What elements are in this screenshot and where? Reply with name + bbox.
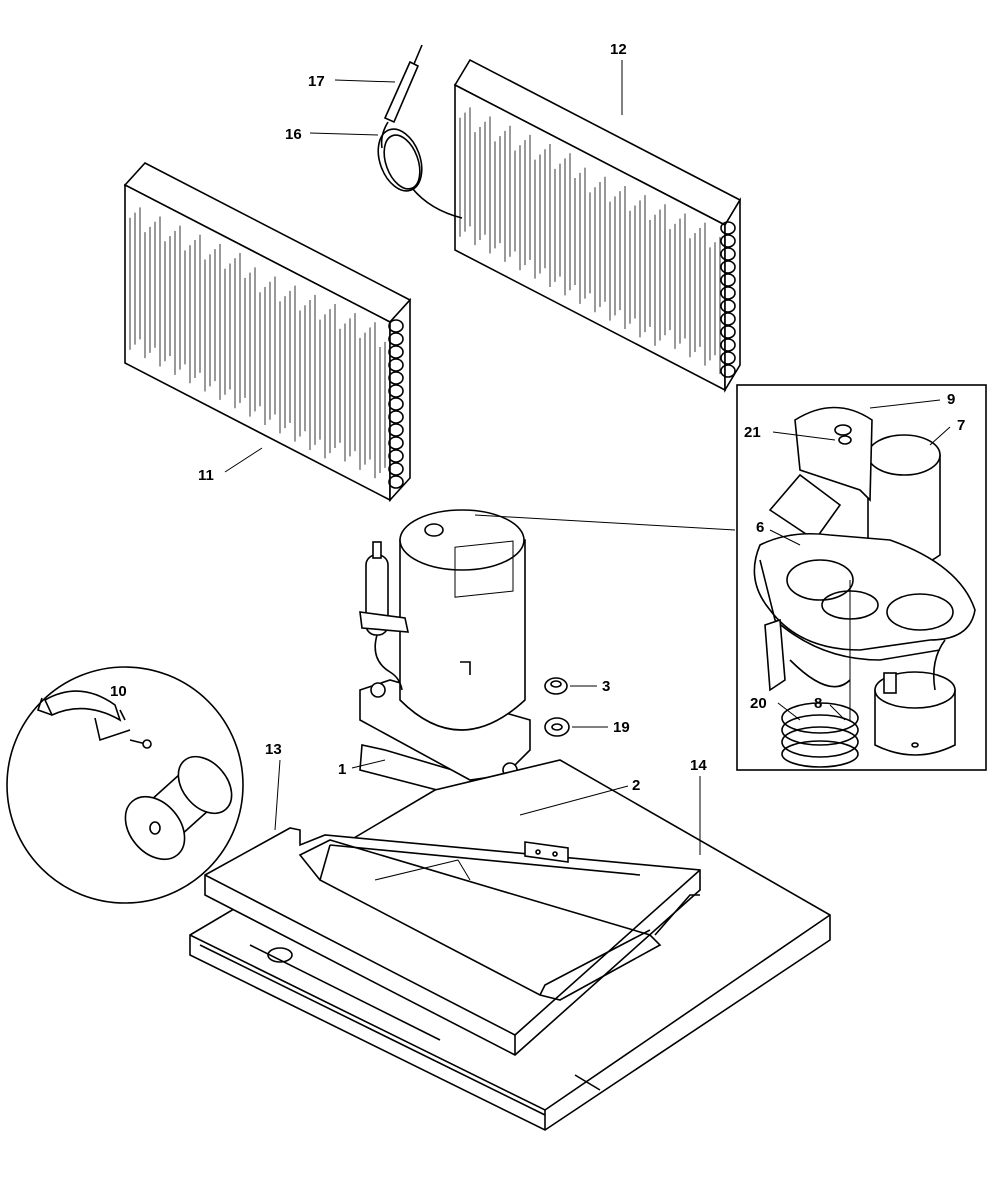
washer-19	[544, 717, 570, 737]
grommet-3	[544, 677, 568, 695]
label-3: 3	[602, 678, 610, 695]
coil-11	[123, 162, 412, 503]
coil-spring-20	[781, 702, 859, 768]
leader-lines	[224, 60, 951, 855]
label-2: 2	[632, 777, 640, 794]
drain-pan-13	[204, 827, 701, 1056]
mounting-plate-6	[753, 532, 976, 661]
label-14: 14	[690, 757, 707, 774]
label-8: 8	[814, 695, 822, 712]
detail-connector	[474, 514, 736, 531]
compressor	[359, 509, 536, 806]
label-9: 9	[947, 391, 955, 408]
label-12: 12	[610, 41, 627, 58]
strap-left	[764, 618, 786, 692]
coil-12	[453, 58, 742, 393]
detail-circle-10	[6, 666, 244, 904]
part-labels: 17 16 12 11 9 21 7 6 8 20 3 19 2 1 10 13…	[110, 41, 965, 794]
label-11: 11	[198, 467, 214, 484]
capillary-tube-16	[377, 128, 463, 219]
mount-bracket	[524, 841, 569, 863]
accumulator	[359, 541, 410, 691]
label-13: 13	[265, 741, 282, 758]
label-10: 10	[110, 683, 127, 700]
label-16: 16	[285, 126, 302, 143]
label-6: 6	[756, 519, 764, 536]
label-20: 20	[750, 695, 767, 712]
mount-leader-lines	[374, 859, 471, 881]
capacitor-8	[874, 639, 956, 756]
detail-box	[736, 384, 987, 771]
strainer-17	[380, 44, 423, 149]
label-7: 7	[957, 417, 965, 434]
wire-lead	[789, 659, 851, 688]
label-19: 19	[613, 719, 630, 736]
capacitor-bracket	[768, 406, 873, 542]
label-21: 21	[744, 424, 761, 441]
label-17: 17	[308, 73, 325, 90]
label-1: 1	[338, 761, 346, 778]
